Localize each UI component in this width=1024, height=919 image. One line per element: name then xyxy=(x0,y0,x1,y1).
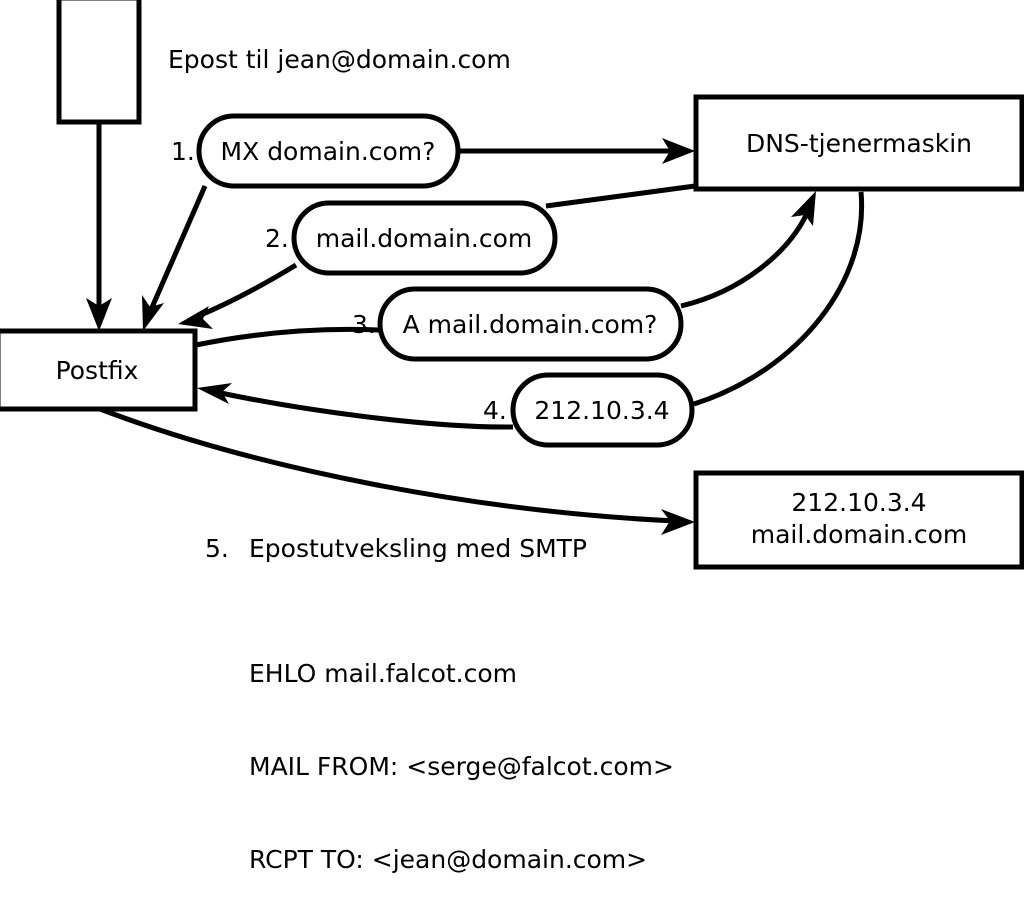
node-mail-server-ip: 212.10.3.4 xyxy=(791,488,926,517)
edge-postfix-to-mailserver xyxy=(99,406,695,535)
node-client-box[interactable] xyxy=(56,0,142,125)
edge-postfix-to-step3 xyxy=(195,326,380,348)
step-4[interactable]: 4. 212.10.3.4 xyxy=(483,372,695,448)
smtp-line: RCPT TO: <jean@domain.com> xyxy=(249,845,648,874)
step-3-pill[interactable] xyxy=(377,286,684,362)
edge-dns-to-step2 xyxy=(545,183,696,209)
node-mail-server-hostname: mail.domain.com xyxy=(751,520,967,549)
step-5-label: Epostutveksling med SMTP xyxy=(249,534,587,563)
node-dns-label: DNS-tjenermaskin xyxy=(746,129,972,158)
step-5-number: 5. xyxy=(205,534,229,563)
caption-epost-til: Epost til jean@domain.com xyxy=(168,45,511,74)
edge-step1-to-postfix xyxy=(142,184,208,331)
step-4-number: 4. xyxy=(483,396,507,425)
step-1[interactable]: 1. MX domain.com? xyxy=(171,113,461,189)
step-2[interactable]: 2. mail.domain.com xyxy=(265,200,558,276)
step-2-message: mail.domain.com xyxy=(316,224,532,253)
edge-step3-to-dns xyxy=(680,191,816,309)
step-1-message: MX domain.com? xyxy=(221,137,436,166)
edge-client-to-postfix xyxy=(86,124,112,331)
step-3-message: A mail.domain.com? xyxy=(403,310,658,339)
step-3-number: 3. xyxy=(352,310,376,339)
node-mail-server[interactable]: 212.10.3.4 mail.domain.com xyxy=(693,470,1024,570)
smtp-line: EHLO mail.falcot.com xyxy=(249,659,518,688)
node-mail-server-box[interactable] xyxy=(693,470,1024,570)
step-4-pill[interactable] xyxy=(510,372,695,448)
step-1-pill[interactable] xyxy=(196,113,461,189)
step-3[interactable]: 3. A mail.domain.com? xyxy=(352,286,684,362)
step-2-pill[interactable] xyxy=(291,200,558,276)
node-postfix-box[interactable] xyxy=(0,328,198,412)
node-dns-box[interactable] xyxy=(693,94,1024,192)
step-1-number: 1. xyxy=(171,137,195,166)
edge-step4-to-postfix xyxy=(197,383,514,430)
edge-dns-to-step4 xyxy=(693,191,865,407)
step-4-message: 212.10.3.4 xyxy=(534,396,669,425)
node-postfix[interactable]: Postfix xyxy=(0,328,198,412)
step-2-number: 2. xyxy=(265,224,289,253)
edge-step2-to-postfix xyxy=(178,262,298,329)
node-postfix-label: Postfix xyxy=(56,356,139,385)
smtp-transcript: EHLO mail.falcot.com MAIL FROM: <serge@f… xyxy=(249,596,674,919)
smtp-line: MAIL FROM: <serge@falcot.com> xyxy=(249,752,674,781)
edge-step1-to-dns xyxy=(459,138,695,164)
node-dns-server[interactable]: DNS-tjenermaskin xyxy=(693,94,1024,192)
